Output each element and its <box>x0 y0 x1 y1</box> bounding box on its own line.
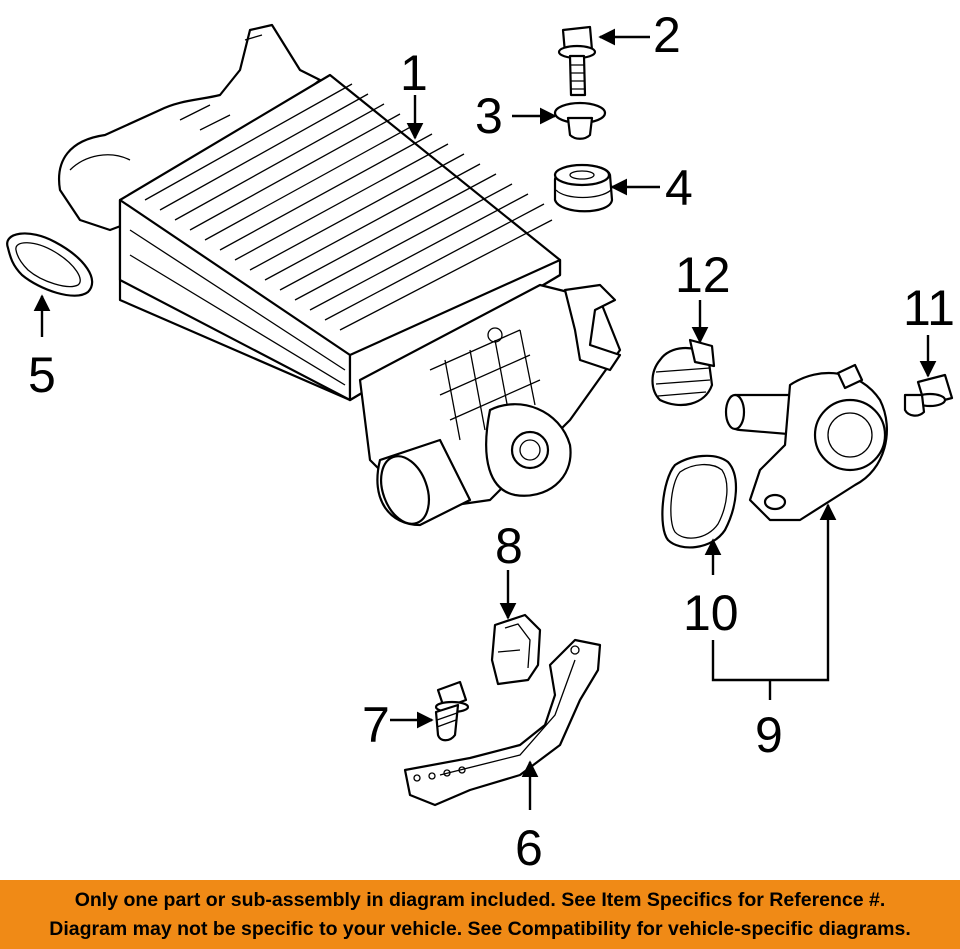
parts-diagram: 1 2 3 4 5 6 7 8 9 10 11 12 <box>6 7 955 876</box>
bracket-part-6[interactable] <box>403 638 602 807</box>
cap-part-12[interactable] <box>651 338 716 407</box>
disclaimer-line-2: Diagram may not be specific to your vehi… <box>49 917 911 940</box>
callout-2: 2 <box>653 7 681 63</box>
callout-1: 1 <box>400 45 428 101</box>
callout-7: 7 <box>362 697 390 753</box>
seal-ring-part-5[interactable] <box>6 232 94 297</box>
outlet-housing-part-9[interactable] <box>724 363 888 522</box>
bolt-part-11[interactable] <box>903 373 954 417</box>
clip-part-8[interactable] <box>490 613 542 686</box>
callout-4: 4 <box>665 160 693 216</box>
callout-6: 6 <box>515 820 543 876</box>
callout-3: 3 <box>475 88 503 144</box>
callout-11: 11 <box>903 280 955 336</box>
disclaimer-line-1: Only one part or sub-assembly in diagram… <box>74 888 886 911</box>
gasket-part-10[interactable] <box>661 454 738 549</box>
callout-5: 5 <box>28 347 56 403</box>
callout-12: 12 <box>675 247 731 303</box>
callout-9: 9 <box>755 707 783 763</box>
callout-8: 8 <box>495 518 523 574</box>
callout-10: 10 <box>683 585 739 641</box>
intercooler-part-1[interactable] <box>58 23 622 530</box>
bolt-part-2[interactable] <box>557 25 597 97</box>
bolt-part-7[interactable] <box>434 680 470 742</box>
clip-part-3[interactable] <box>553 101 607 140</box>
disclaimer-banner: Only one part or sub-assembly in diagram… <box>0 880 960 949</box>
leader-lines <box>33 28 937 810</box>
grommet-part-4[interactable] <box>553 163 614 213</box>
